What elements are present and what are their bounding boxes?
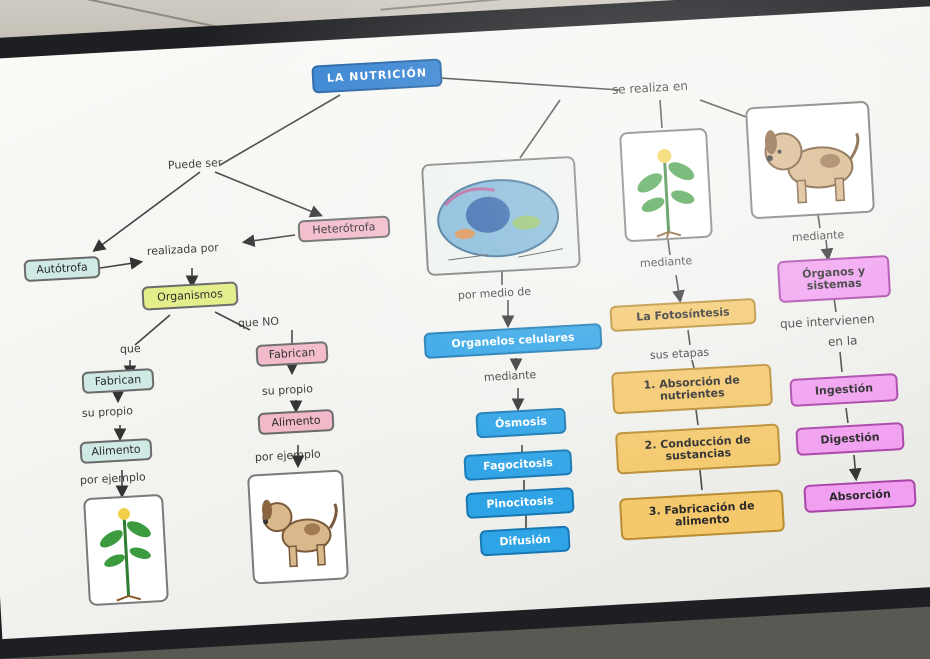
etapa-1-line-2: nutrientes xyxy=(659,386,725,403)
dog-icon-heterotrofa xyxy=(247,469,349,585)
node-osmosis: Ósmosis xyxy=(475,407,567,439)
animal-cell-icon xyxy=(420,155,582,277)
etapa-3-line-2: alimento xyxy=(674,512,730,529)
node-fabrican-heterotrofa: Fabrican xyxy=(255,341,329,367)
plant-icon xyxy=(618,127,714,243)
label-en-la: en la xyxy=(827,333,858,349)
label-que-no: que NO xyxy=(237,314,280,330)
dog-icon xyxy=(744,100,876,220)
node-organos-sistemas: Órganos y sistemas xyxy=(776,254,892,304)
node-difusion: Difusión xyxy=(479,525,571,557)
plant-icon-autotrofa xyxy=(83,493,169,607)
node-alimento-heterotrofa: Alimento xyxy=(257,408,335,436)
node-etapa-1: 1. Absorción de nutrientes xyxy=(610,363,774,415)
node-alimento-autotrofa: Alimento xyxy=(79,438,153,464)
organos-line-2: sistemas xyxy=(806,276,863,293)
node-fabrican-autotrofa: Fabrican xyxy=(81,368,155,394)
node-autotrofa: Autótrofa xyxy=(23,255,101,283)
connector-lines xyxy=(92,77,862,528)
label-que: que xyxy=(119,341,142,356)
etapa-2-line-2: sustancias xyxy=(665,446,732,463)
